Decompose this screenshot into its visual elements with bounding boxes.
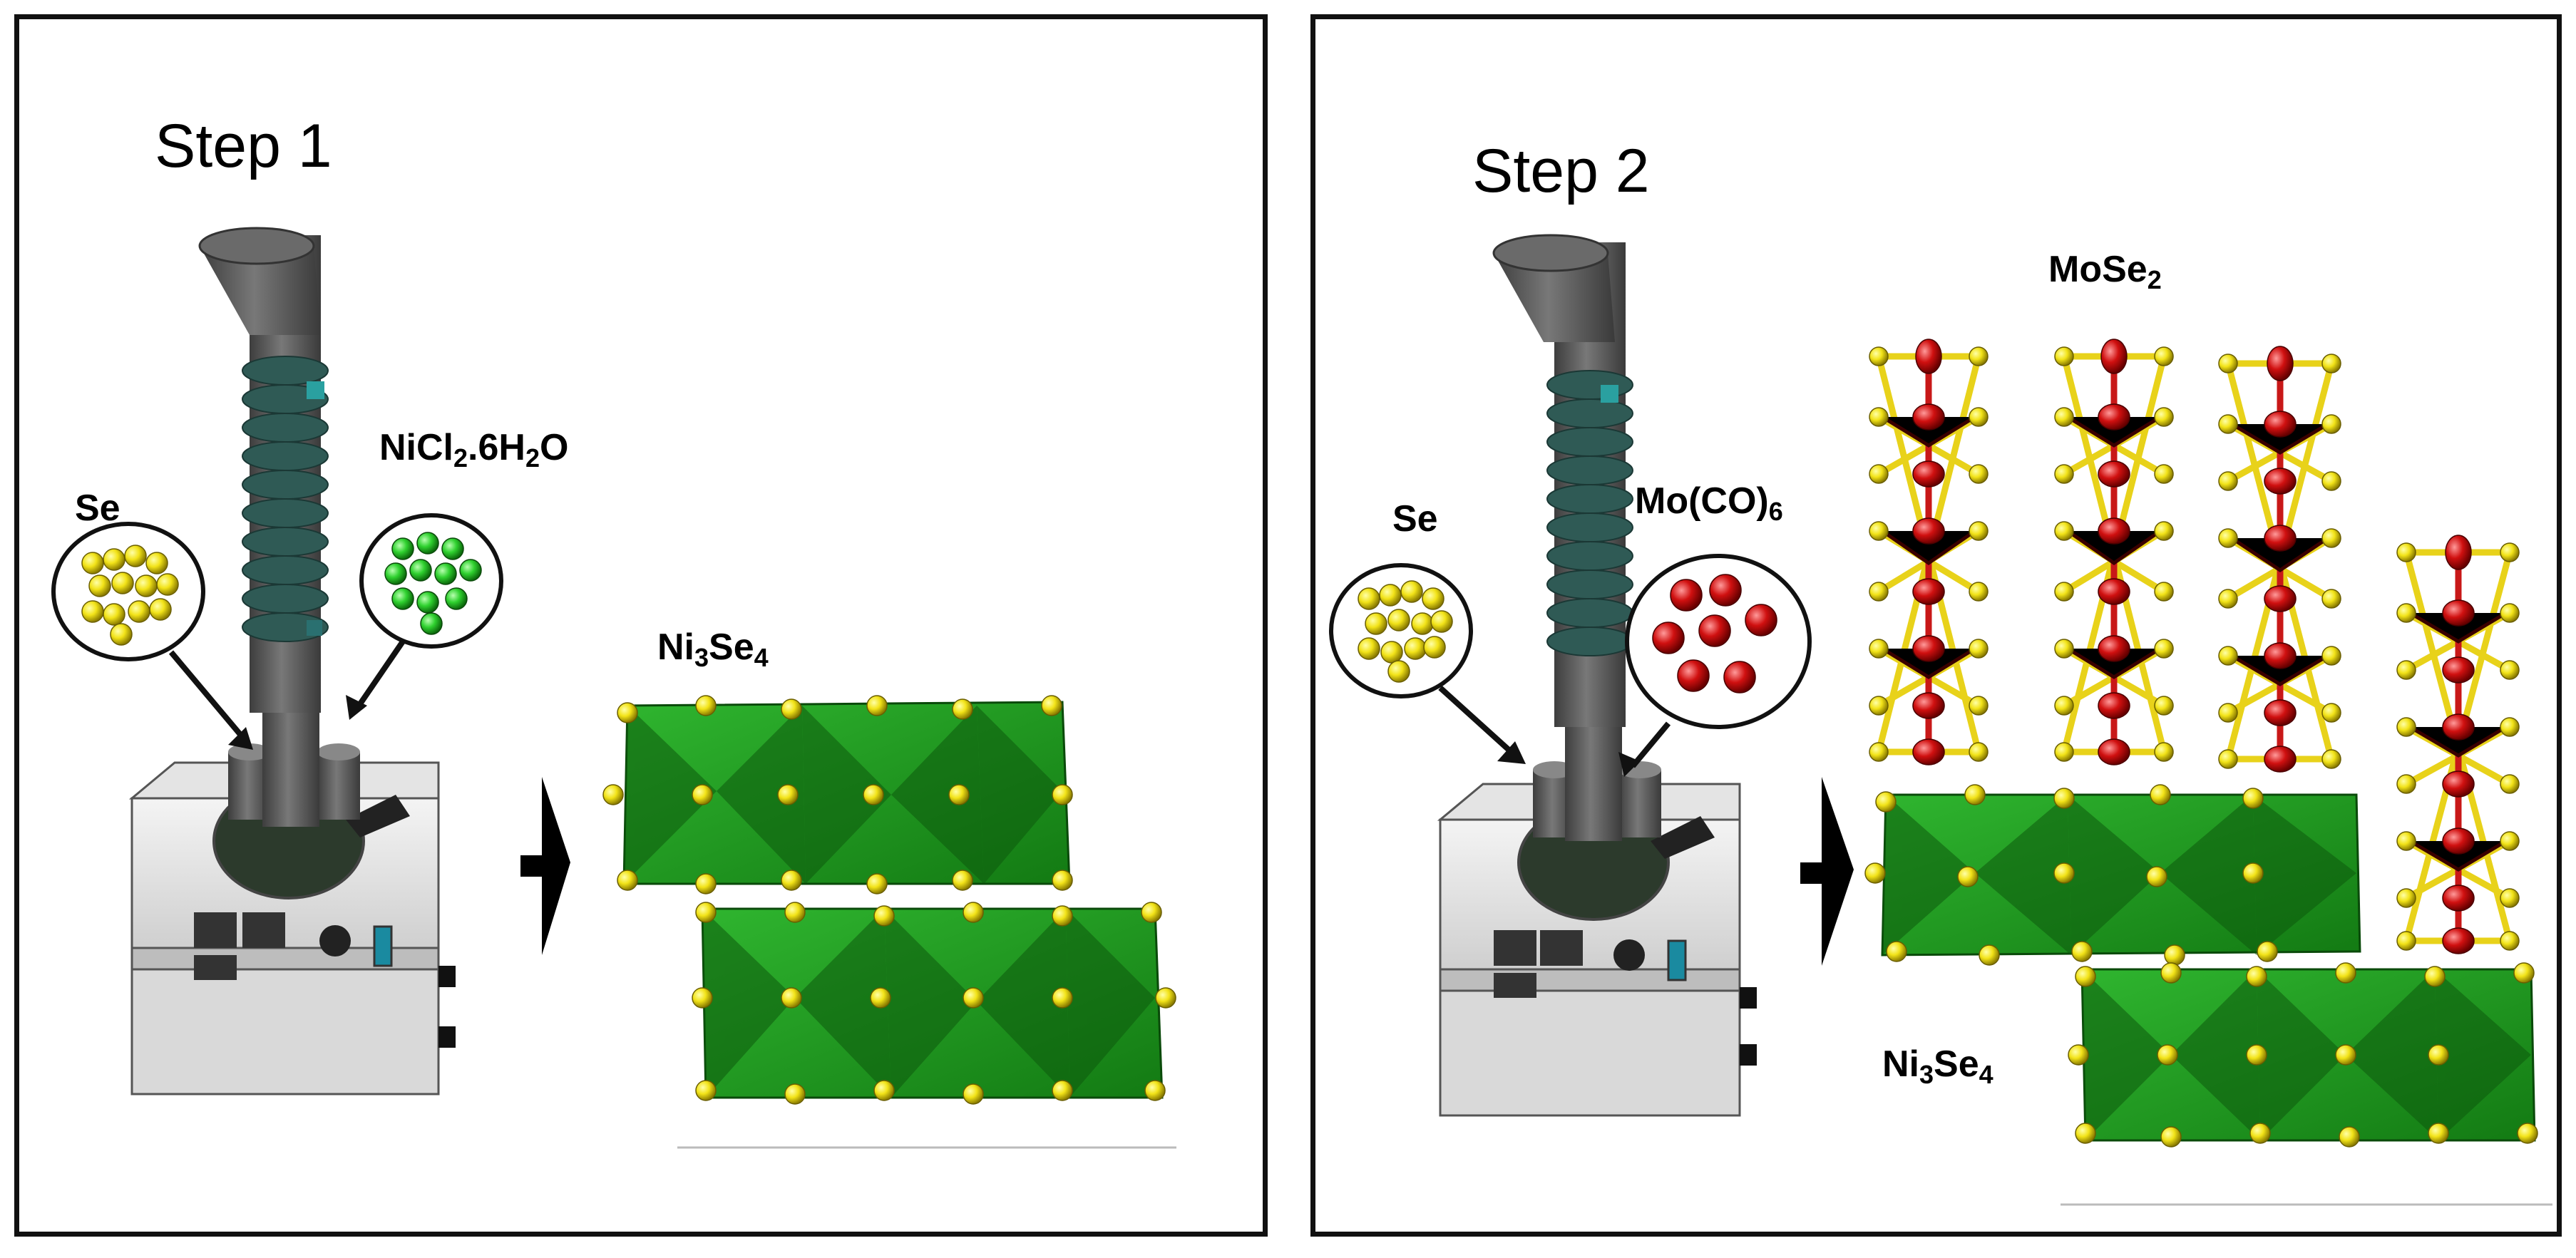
step2-se-arrowhead xyxy=(1497,741,1526,764)
step1-se-arrowhead xyxy=(228,727,253,750)
step2-se-label: Se xyxy=(1392,498,1438,540)
step2-reflux-apparatus xyxy=(1437,234,1757,1117)
step2-moco6-circle xyxy=(1625,554,1812,729)
step2-moco6-arrowhead xyxy=(1618,752,1640,777)
step2-ni3se4-label: Ni3Se4 xyxy=(1882,1043,1993,1089)
step2-moco6-arrow xyxy=(1630,721,1671,768)
step2-se-circle xyxy=(1329,563,1473,698)
step2-mose2-label: MoSe2 xyxy=(2048,249,2162,294)
step1-se-label: Se xyxy=(75,488,120,529)
step2-reaction-arrow xyxy=(1800,777,1854,966)
step1-nicl2-arrow xyxy=(354,639,406,711)
step2-title: Step 2 xyxy=(1472,137,1650,205)
step1-title: Step 1 xyxy=(155,112,332,180)
step1-reaction-arrow xyxy=(520,777,570,955)
step1-nicl2-circle xyxy=(359,513,503,649)
step1-se-arrow xyxy=(168,650,249,743)
step2-mose2-structure xyxy=(1869,339,2520,954)
step2-se-arrow xyxy=(1438,686,1517,758)
step1-ni3se4-label: Ni3Se4 xyxy=(657,627,769,672)
step1-reflux-apparatus xyxy=(128,227,456,1095)
step2-ni3se4-structure xyxy=(1864,784,2552,1206)
step1-se-circle xyxy=(51,522,205,661)
step2-moco6-label: Mo(CO)6 xyxy=(1635,480,1783,526)
step1-ni3se4-structure xyxy=(602,695,1176,1149)
step1-nicl2-arrowhead xyxy=(346,695,367,720)
step1-nicl2-label: NiCl2.6H2O xyxy=(379,427,569,473)
